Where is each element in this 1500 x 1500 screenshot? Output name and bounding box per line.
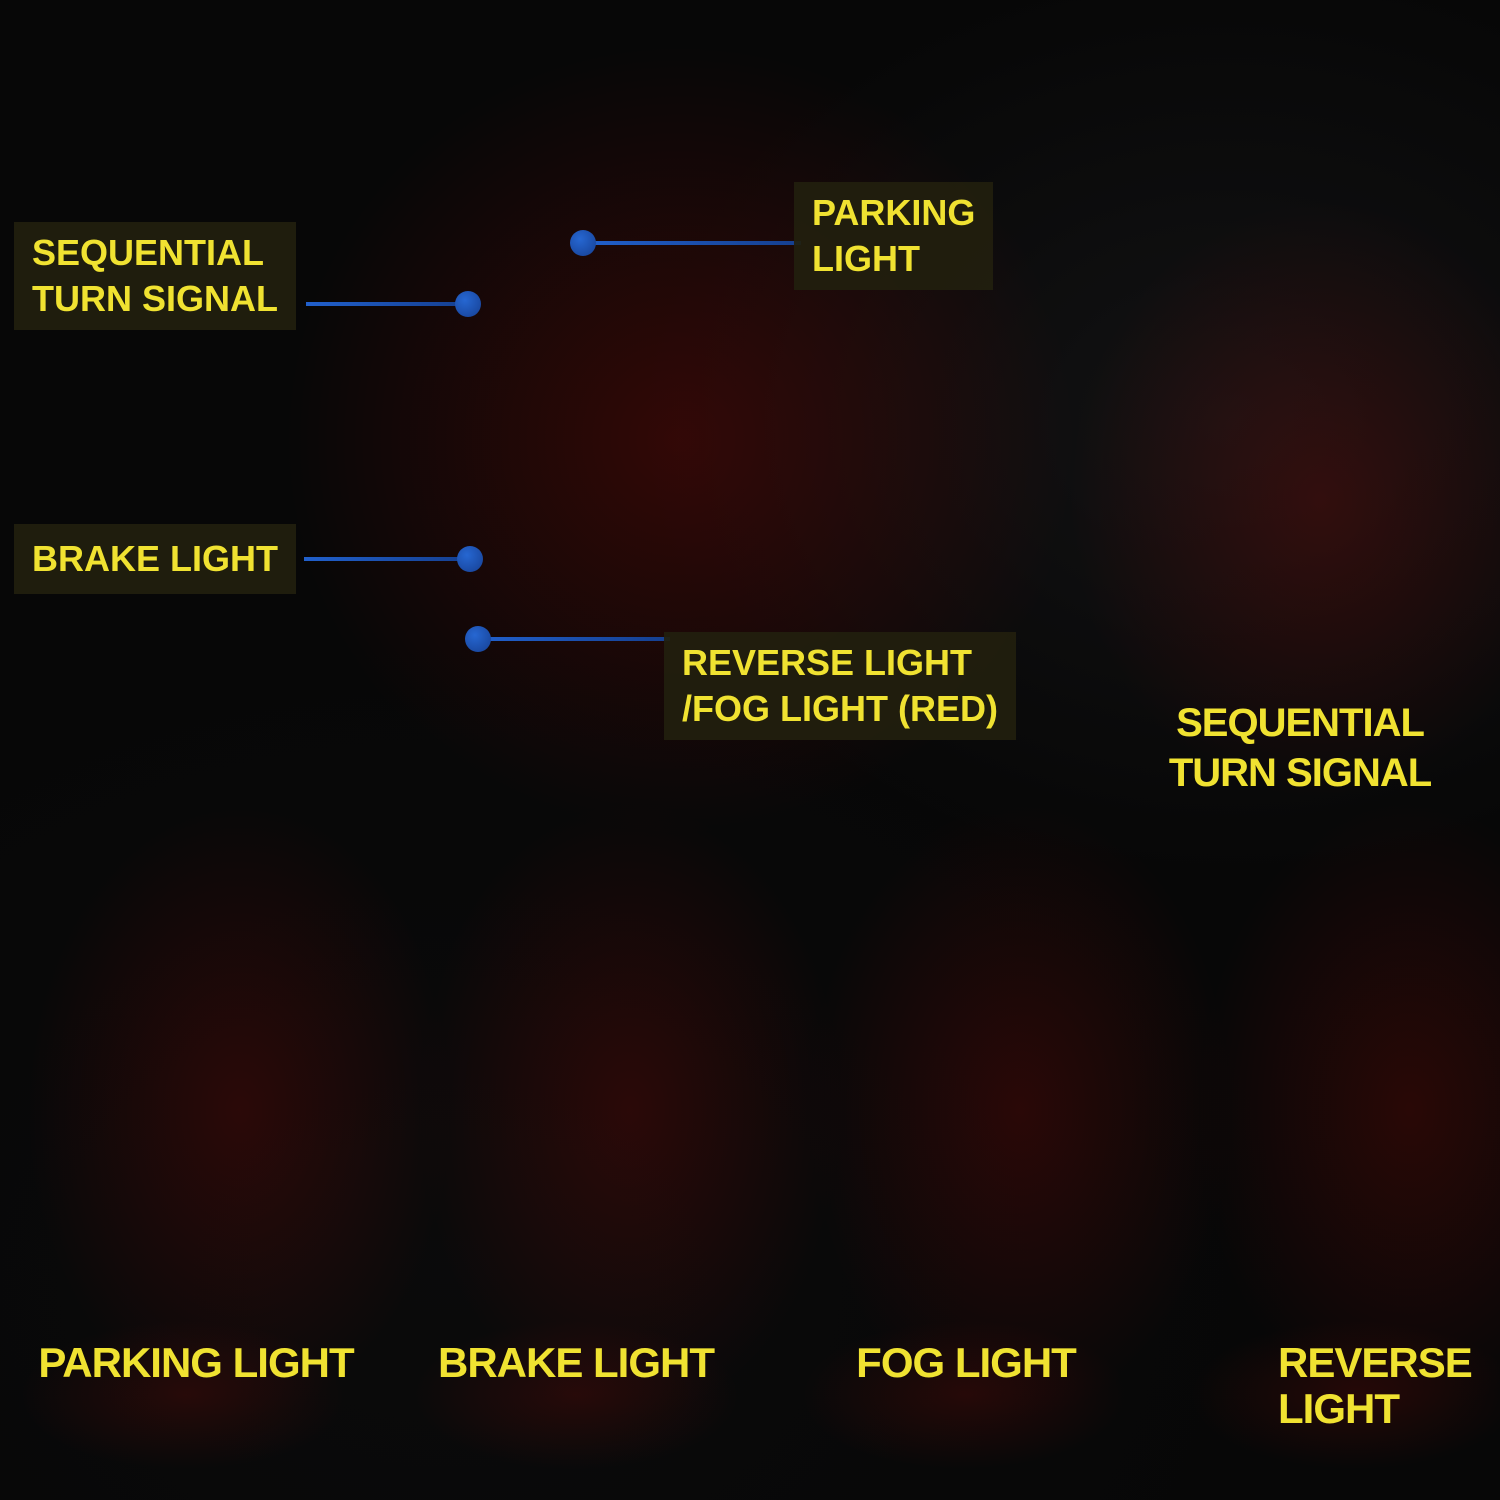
floor-reflection xyxy=(20,1320,350,1470)
taillight-brake-photo xyxy=(448,858,700,1336)
floor-reflection xyxy=(800,1320,1130,1470)
label-brake-light-bottom: BRAKE LIGHT xyxy=(438,1339,715,1386)
label-parking-light: PARKING LIGHT xyxy=(794,182,994,291)
label-sequential-turn-signal-right: SEQUENTIAL TURN SIGNAL xyxy=(1168,701,1432,795)
callout-line-sequential-turn xyxy=(306,302,470,306)
callout-line-brake-light xyxy=(304,557,472,561)
taillight-fog-photo xyxy=(838,858,1090,1336)
callout-dot-sequential-turn xyxy=(455,291,481,317)
floor-reflection xyxy=(410,1320,740,1470)
callout-dot-reverse-fog xyxy=(465,626,491,652)
label-reverse-light-bottom: REVERSE LIGHT xyxy=(1278,1339,1473,1433)
label-fog-light-bottom: FOG LIGHT xyxy=(856,1339,1077,1386)
label-brake-light: BRAKE LIGHT xyxy=(14,524,296,595)
floor-reflection xyxy=(1190,1320,1500,1470)
taillight-reverse-photo xyxy=(1228,858,1480,1336)
taillight-all-functions-photo xyxy=(322,8,714,756)
label-sequential-turn-signal: SEQUENTIAL TURN SIGNAL xyxy=(14,222,296,331)
label-parking-light-bottom: PARKING LIGHT xyxy=(38,1339,354,1386)
taillight-parking-photo xyxy=(58,858,310,1336)
label-reverse-fog-light: REVERSE LIGHT /FOG LIGHT (RED) xyxy=(664,632,1016,741)
callout-line-reverse-fog xyxy=(478,637,670,641)
callout-dot-brake-light xyxy=(457,546,483,572)
taillight-sequential-turn-photo xyxy=(1140,198,1432,696)
callout-dot-parking-light xyxy=(570,230,596,256)
callout-line-parking-light xyxy=(583,241,801,245)
